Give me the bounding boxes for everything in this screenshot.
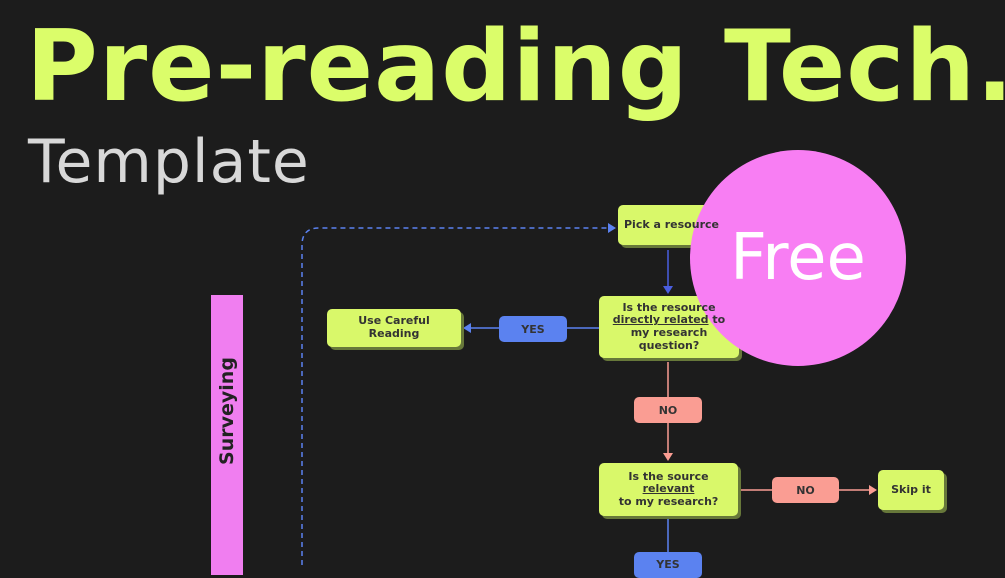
no-label: NO [634, 397, 702, 423]
q1-text-end: to my research question? [630, 313, 726, 352]
yes-label: YES [499, 316, 567, 342]
node-skip-it: Skip it [878, 470, 944, 510]
arrowhead [663, 453, 673, 461]
page-subtitle: Template [28, 127, 310, 197]
surveying-section-bar: Surveying [211, 295, 243, 575]
q1-text: Is the resource [622, 300, 716, 314]
q1-underlined: directly related [612, 313, 709, 327]
node-pick-resource-box: Pick a resource [618, 205, 736, 245]
page-title: Pre-reading Tech. [26, 10, 1005, 124]
yes-label: YES [634, 552, 702, 578]
loop-back-dashed-line [301, 227, 608, 565]
arrowhead [463, 323, 471, 333]
arrowhead [608, 223, 616, 233]
free-badge-text: Free [730, 221, 866, 295]
q2-text: Is the source [628, 469, 709, 483]
free-badge: Free [690, 150, 906, 366]
no-label: NO [772, 477, 839, 503]
arrowhead [869, 485, 877, 495]
q2-underlined: relevant [642, 482, 695, 496]
q2-text-end: to my research? [618, 494, 719, 508]
arrowhead [663, 286, 673, 294]
node-use-careful-reading: Use Careful Reading [327, 309, 461, 347]
section-label: Surveying [216, 357, 238, 465]
node-pick-resource: Pick a resource [624, 217, 719, 231]
